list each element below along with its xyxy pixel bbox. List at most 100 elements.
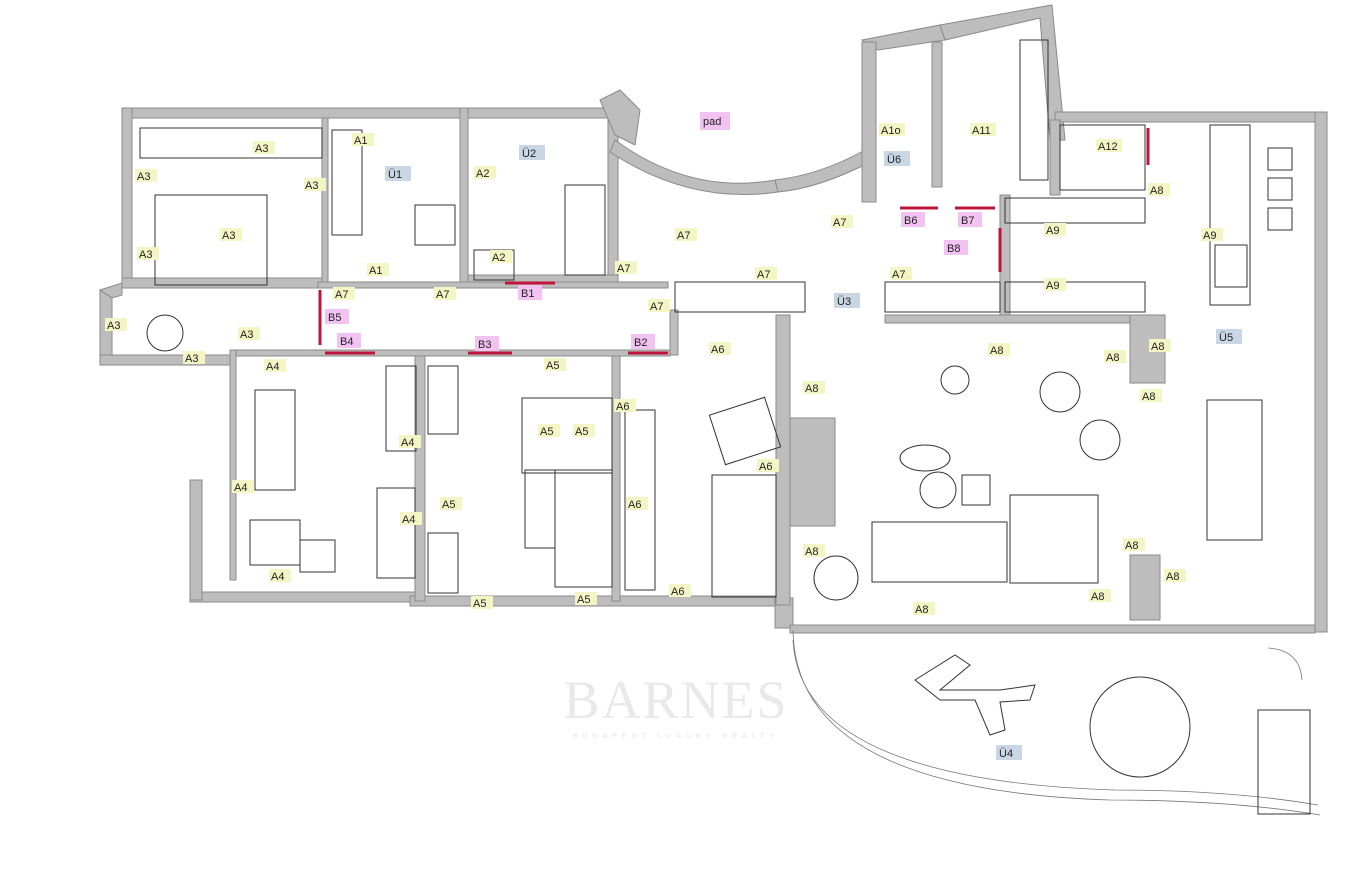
svg-text:A2: A2 [492, 252, 505, 264]
label-a7-hall: A7 [890, 267, 912, 281]
label-a8-h: A8 [1123, 538, 1145, 552]
svg-text:A8: A8 [915, 604, 928, 616]
svg-text:A3: A3 [255, 143, 268, 155]
label-b4: B4 [337, 333, 361, 348]
svg-text:A8: A8 [1150, 185, 1163, 197]
label-a3-wardrobe: A3 [304, 178, 326, 192]
svg-text:Ü1: Ü1 [388, 169, 402, 181]
svg-text:A6: A6 [628, 499, 641, 511]
svg-text:A5: A5 [575, 426, 588, 438]
label-a6-right: A6 [757, 459, 779, 473]
label-a8-e: A8 [1140, 389, 1162, 403]
svg-text:A8: A8 [990, 345, 1003, 357]
label-a8-c: A8 [1104, 350, 1126, 364]
label-a8-a: A8 [1148, 183, 1170, 197]
label-a5-bottom1: A5 [471, 596, 493, 610]
room-labels: A1 A3 A3 A3 A3 A3 A3 A3 A3 Ü1 A2 Ü2 A2 A… [105, 112, 1242, 760]
svg-text:A8: A8 [805, 546, 818, 558]
svg-text:A3: A3 [137, 171, 150, 183]
svg-text:A8: A8 [805, 383, 818, 395]
svg-text:A1: A1 [369, 265, 382, 277]
svg-text:A7: A7 [757, 269, 770, 281]
label-a5-left: A5 [440, 497, 462, 511]
svg-text:A5: A5 [442, 499, 455, 511]
svg-text:B4: B4 [340, 336, 353, 348]
label-a3-top: A3 [253, 141, 275, 155]
svg-text:B7: B7 [961, 215, 974, 227]
svg-text:B2: B2 [634, 337, 647, 349]
label-a9-top: A9 [1044, 223, 1066, 237]
label-a7-corr1: A7 [333, 287, 355, 301]
furniture [139, 39, 1321, 816]
svg-text:pad: pad [703, 116, 721, 128]
svg-text:A7: A7 [617, 263, 630, 275]
watermark-brand: BARNES [563, 670, 788, 730]
label-a6-top: A6 [709, 342, 731, 356]
svg-text:A7: A7 [677, 230, 690, 242]
label-a3-window: A3 [105, 318, 127, 332]
svg-text:A1o: A1o [881, 125, 901, 137]
svg-text:Ü4: Ü4 [999, 748, 1013, 760]
label-a2-bottom: A2 [490, 250, 512, 264]
label-b6: B6 [901, 212, 925, 227]
svg-text:A1: A1 [354, 135, 367, 147]
svg-text:A4: A4 [266, 361, 279, 373]
label-a7-mid: A7 [648, 299, 670, 313]
svg-text:A9: A9 [1046, 225, 1059, 237]
doors [318, 128, 1150, 355]
svg-text:B6: B6 [904, 215, 917, 227]
svg-text:Ü5: Ü5 [1219, 332, 1233, 344]
svg-text:A3: A3 [139, 249, 152, 261]
svg-text:Ü2: Ü2 [522, 148, 536, 160]
label-a8-g: A8 [803, 544, 825, 558]
svg-text:A3: A3 [222, 230, 235, 242]
label-u1: Ü1 [385, 166, 411, 181]
svg-text:A6: A6 [671, 586, 684, 598]
label-a9-kitchen: A9 [1201, 228, 1223, 242]
label-a7-corr2: A7 [434, 287, 456, 301]
svg-text:A7: A7 [892, 269, 905, 281]
svg-text:A8: A8 [1166, 571, 1179, 583]
svg-text:B8: B8 [947, 243, 960, 255]
label-a8-k: A8 [913, 602, 935, 616]
label-u3: Ü3 [834, 293, 860, 308]
svg-text:A4: A4 [271, 571, 284, 583]
label-a3-bed: A3 [220, 228, 242, 242]
svg-text:A6: A6 [759, 461, 772, 473]
svg-text:A12: A12 [1098, 141, 1118, 153]
label-pad: pad [700, 112, 730, 130]
label-b2: B2 [631, 334, 655, 349]
label-a7-entry: A7 [675, 228, 697, 242]
label-a6-bottom: A6 [669, 584, 691, 598]
svg-text:A6: A6 [616, 401, 629, 413]
label-b3: B3 [475, 336, 499, 351]
label-u5: Ü5 [1216, 329, 1242, 344]
svg-text:A5: A5 [577, 594, 590, 606]
label-a10: A1o [879, 123, 905, 137]
svg-text:A9: A9 [1203, 230, 1216, 242]
svg-text:A3: A3 [107, 320, 120, 332]
svg-text:A11: A11 [972, 125, 991, 137]
label-b7: B7 [958, 212, 982, 227]
svg-text:A3: A3 [185, 353, 198, 365]
interior-walls [229, 117, 1166, 621]
svg-text:A4: A4 [401, 437, 414, 449]
svg-text:Ü6: Ü6 [887, 154, 901, 166]
label-b8: B8 [944, 240, 968, 255]
label-a8-d: A8 [1149, 339, 1171, 353]
label-a1-top: A1 [352, 133, 374, 147]
svg-text:B3: B3 [478, 339, 491, 351]
label-u2: Ü2 [519, 145, 545, 160]
svg-text:A7: A7 [436, 289, 449, 301]
svg-text:A8: A8 [1125, 540, 1138, 552]
label-a5-mid2: A5 [573, 424, 595, 438]
label-a7-upper: A7 [831, 215, 853, 229]
label-u6: Ü6 [884, 151, 910, 166]
label-a7-storage: A7 [755, 267, 777, 281]
svg-text:A8: A8 [1091, 591, 1104, 603]
label-a3-left2: A3 [137, 247, 159, 261]
svg-text:A5: A5 [473, 598, 486, 610]
svg-text:A5: A5 [540, 426, 553, 438]
label-a8-j: A8 [1089, 589, 1111, 603]
